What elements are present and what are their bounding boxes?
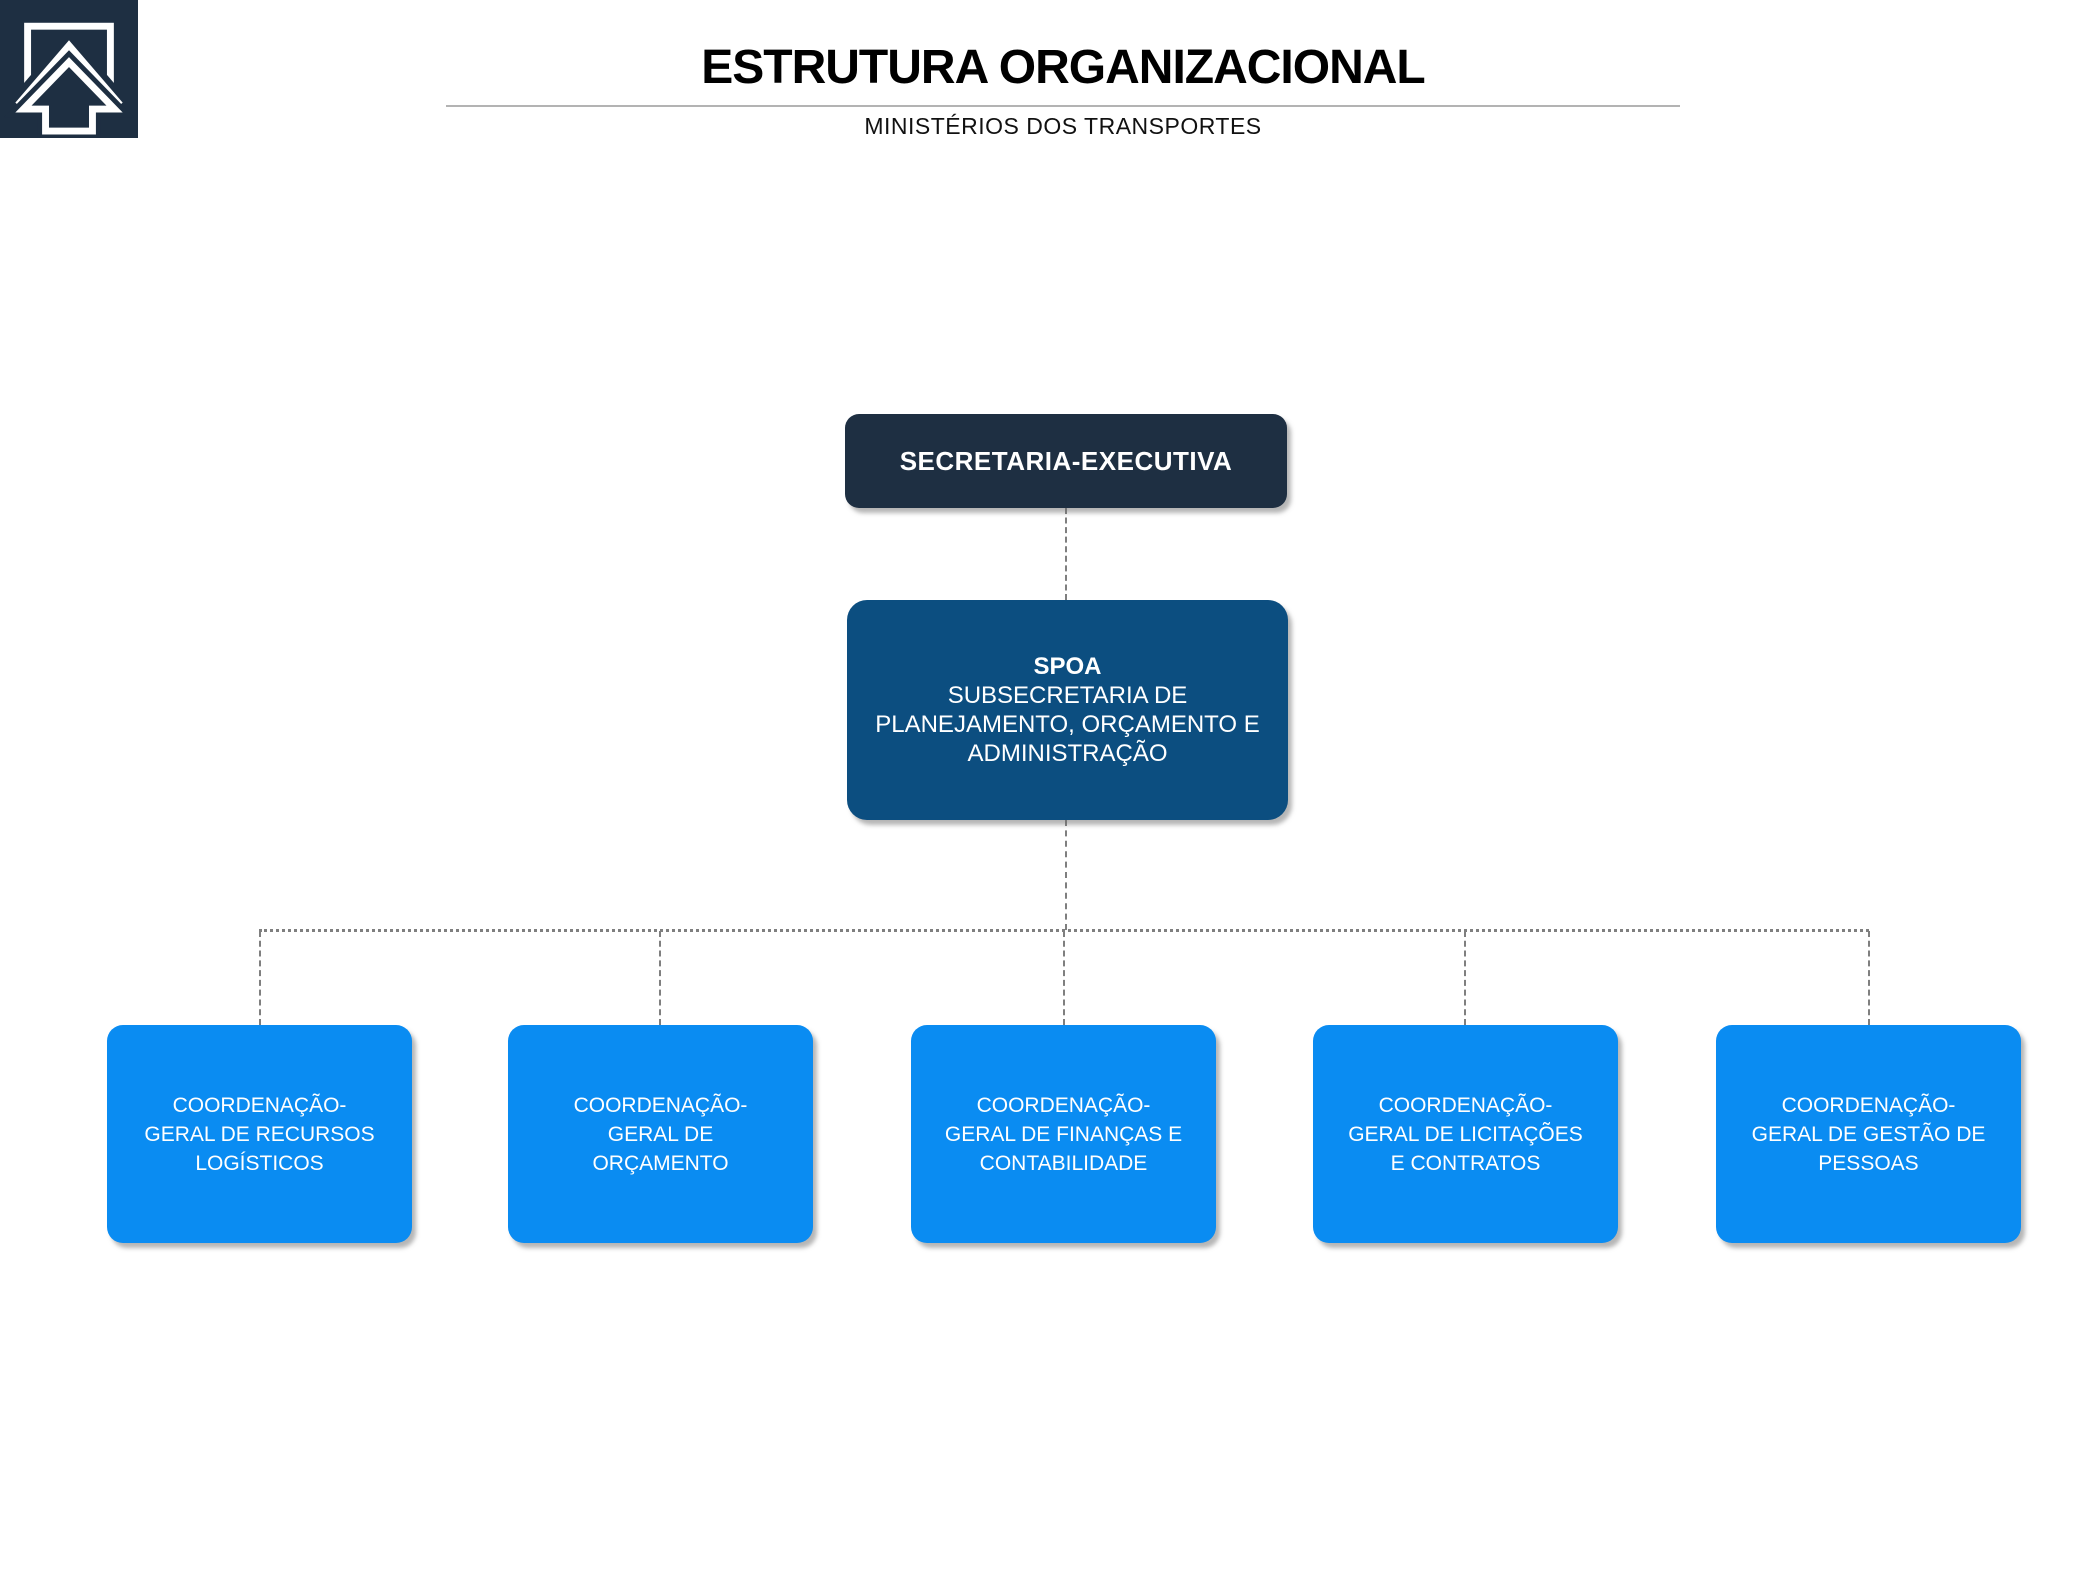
node-spoa-name-line: PLANEJAMENTO, ORÇAMENTO E: [875, 711, 1260, 738]
node-label-line: ORÇAMENTO: [592, 1151, 729, 1175]
node-label-line: COORDENAÇÃO-: [976, 1093, 1151, 1117]
connector-spoa-to-bus: [1065, 820, 1067, 930]
connector-drop-orcamento: [659, 931, 661, 1025]
node-label-line: COORDENAÇÃO-: [1781, 1093, 1956, 1117]
house-arrow-icon: [0, 0, 138, 140]
page-title: ESTRUTURA ORGANIZACIONAL: [446, 40, 1680, 107]
connector-horizontal-bus: [259, 929, 1869, 932]
connector-drop-recursos-logisticos: [259, 931, 261, 1025]
node-spoa: SPOA SUBSECRETARIA DE PLANEJAMENTO, ORÇA…: [847, 600, 1288, 820]
node-label-line: COORDENAÇÃO-: [172, 1093, 347, 1117]
node-label-line: E CONTRATOS: [1390, 1151, 1541, 1175]
logo: [0, 0, 138, 140]
node-secretaria-executiva-label: SECRETARIA-EXECUTIVA: [899, 445, 1233, 476]
connector-drop-licitacoes-contratos: [1464, 931, 1466, 1025]
node-spoa-acronym: SPOA: [1033, 653, 1102, 680]
connector-exec-to-spoa: [1065, 508, 1067, 600]
node-label-line: GERAL DE LICITAÇÕES: [1348, 1122, 1583, 1146]
node-label-line: PESSOAS: [1818, 1151, 1919, 1175]
node-spoa-name-line: SUBSECRETARIA DE: [947, 682, 1188, 709]
node-spoa-name-line: ADMINISTRAÇÃO: [967, 740, 1168, 767]
page-subtitle: MINISTÉRIOS DOS TRANSPORTES: [864, 113, 1262, 139]
header: ESTRUTURA ORGANIZACIONAL MINISTÉRIOS DOS…: [446, 40, 1680, 140]
node-label-line: GERAL DE RECURSOS: [144, 1122, 375, 1146]
node-label-line: LOGÍSTICOS: [195, 1151, 324, 1175]
node-label-line: GERAL DE FINANÇAS E: [944, 1122, 1183, 1146]
node-label-line: GERAL DE: [607, 1122, 714, 1146]
node-secretaria-executiva: SECRETARIA-EXECUTIVA: [845, 414, 1287, 508]
node-label-line: COORDENAÇÃO-: [573, 1093, 748, 1117]
node-label-line: CONTABILIDADE: [979, 1151, 1148, 1175]
node-cg-recursos-logisticos: COORDENAÇÃO- GERAL DE RECURSOS LOGÍSTICO…: [107, 1025, 412, 1243]
node-cg-orcamento: COORDENAÇÃO- GERAL DE ORÇAMENTO: [508, 1025, 813, 1243]
node-cg-financas-contabilidade: COORDENAÇÃO- GERAL DE FINANÇAS E CONTABI…: [911, 1025, 1216, 1243]
connector-drop-financas-contabilidade: [1063, 931, 1065, 1025]
connector-drop-gestao-pessoas: [1868, 931, 1870, 1025]
node-label-line: GERAL DE GESTÃO DE: [1751, 1122, 1986, 1146]
node-label-line: COORDENAÇÃO-: [1378, 1093, 1553, 1117]
node-cg-gestao-pessoas: COORDENAÇÃO- GERAL DE GESTÃO DE PESSOAS: [1716, 1025, 2021, 1243]
node-cg-licitacoes-contratos: COORDENAÇÃO- GERAL DE LICITAÇÕES E CONTR…: [1313, 1025, 1618, 1243]
